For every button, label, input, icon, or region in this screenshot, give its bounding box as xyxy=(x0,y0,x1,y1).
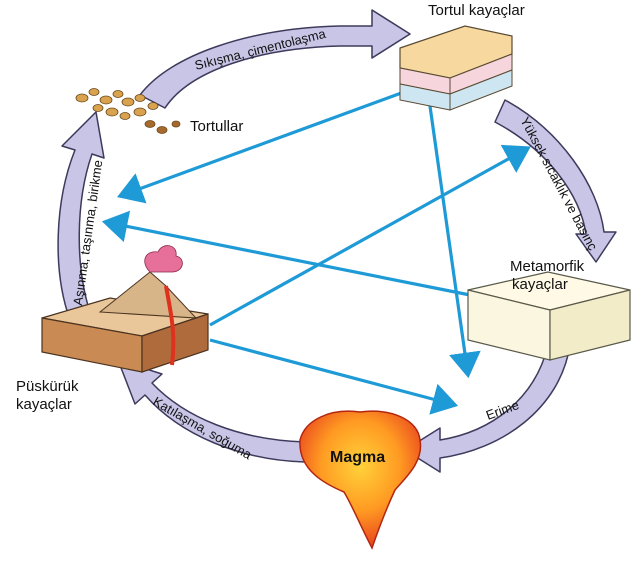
magma-label: Magma xyxy=(330,449,385,466)
metamorphic-rock-label-1: Metamorfik xyxy=(510,258,584,276)
magma-blob xyxy=(300,411,421,548)
arrow-sedimentary-to-magma xyxy=(428,92,468,375)
metamorphic-rock-label-2: kayaçlar xyxy=(512,276,568,294)
igneous-rock-label-1: Püskürük xyxy=(16,378,79,396)
igneous-rock-label-2: kayaçlar xyxy=(16,396,72,414)
solidification-label: Katılaşma, soğuma xyxy=(151,394,256,463)
sedimentary-rock-label: Tortul kayaçlar xyxy=(428,2,525,20)
sediments-label: Tortullar xyxy=(190,118,243,136)
arrow-igneous-to-magma xyxy=(210,340,455,405)
solidification-arrow xyxy=(118,360,305,462)
cycle-arrows xyxy=(58,10,616,472)
compaction-arrow xyxy=(140,10,410,108)
sedimentary-rock-block xyxy=(400,26,512,110)
